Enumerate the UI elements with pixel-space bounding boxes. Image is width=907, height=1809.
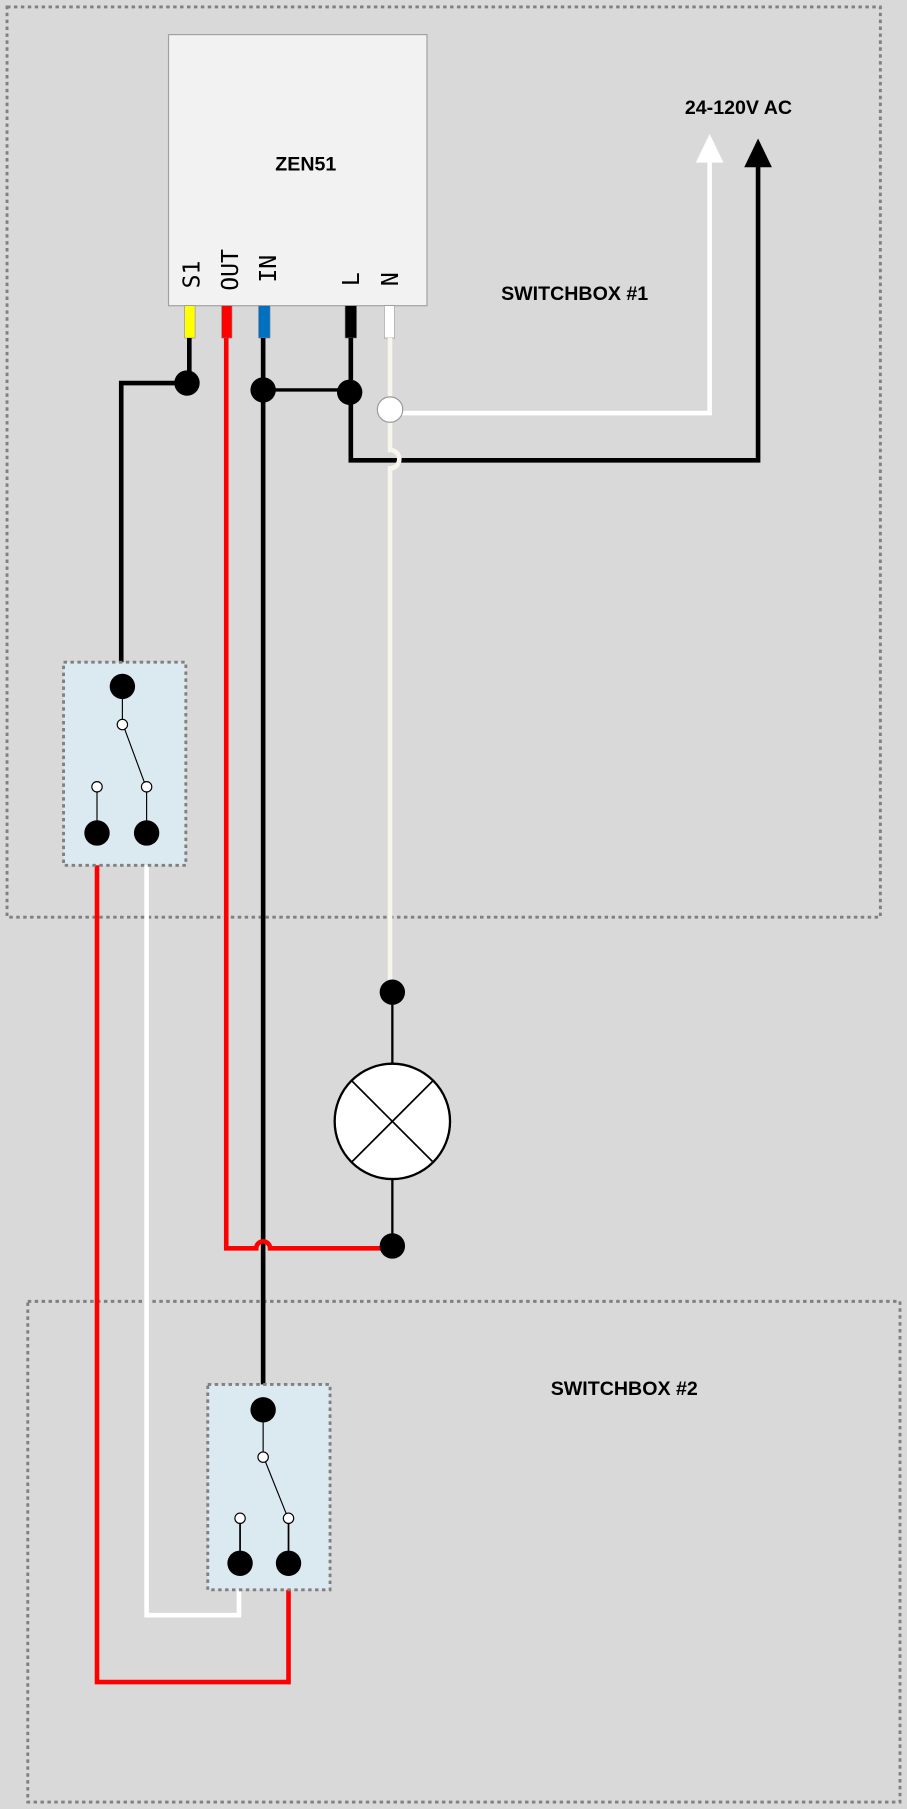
lamp-icon <box>333 979 452 1259</box>
switchbox-2-label: SWITCHBOX #2 <box>551 1378 698 1400</box>
switchbox-1-label: SWITCHBOX #1 <box>501 283 648 305</box>
terminal-out <box>221 305 233 339</box>
wire-neutral <box>387 338 402 993</box>
wire-out <box>223 338 393 1251</box>
terminal-label-l: L <box>339 272 365 286</box>
junction-dot <box>250 377 276 403</box>
three-way-switch-1 <box>62 660 188 867</box>
terminal-label-n: N <box>378 272 404 286</box>
terminal-in <box>258 305 271 339</box>
power-label: 24-120V AC <box>685 97 792 119</box>
junction-dot <box>174 370 200 396</box>
three-way-switch-2 <box>206 1382 332 1592</box>
switchbox-1-border <box>5 5 882 919</box>
neutral-arrow <box>695 133 724 163</box>
terminal-label-out: OUT <box>218 249 244 291</box>
wire-s1 <box>118 338 192 687</box>
zen51-module: ZEN51 S1 OUT IN L N <box>167 34 428 339</box>
terminal-n <box>383 305 395 339</box>
neutral-junction <box>376 396 404 423</box>
terminal-s1 <box>184 305 196 339</box>
terminal-label-in: IN <box>256 255 282 283</box>
terminal-label-s1: S1 <box>180 261 206 289</box>
wire-traveler-red <box>94 832 291 1685</box>
junction-dot <box>336 379 363 405</box>
module-title: ZEN51 <box>275 154 336 176</box>
line-arrow <box>744 138 772 168</box>
switchbox-2-border <box>26 1299 902 1804</box>
wire-neutral-source <box>390 161 712 416</box>
terminal-l <box>344 305 357 339</box>
